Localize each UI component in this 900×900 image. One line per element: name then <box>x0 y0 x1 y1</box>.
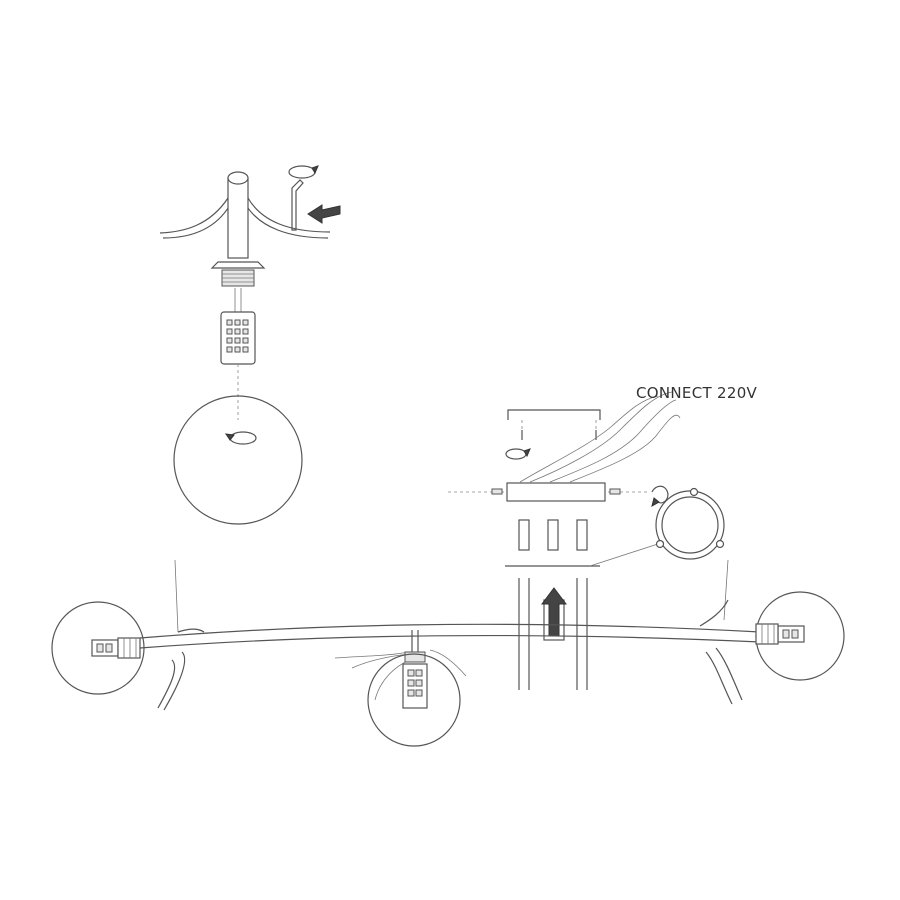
rotate-arrow-icon <box>505 448 531 460</box>
holder-assembly-detail <box>159 165 341 525</box>
rotate-arrow-icon <box>224 431 257 445</box>
led-grid <box>226 319 249 353</box>
assembled-fixture <box>51 559 845 747</box>
allen-key-icon <box>291 179 304 231</box>
canopy-detail <box>448 391 725 690</box>
rotate-arrow-icon <box>288 165 319 179</box>
connect-220v-label: CONNECT 220V <box>636 384 758 402</box>
push-arrow-icon <box>541 587 567 641</box>
screw-icon <box>521 430 597 440</box>
glass-globe <box>173 395 303 525</box>
rotate-arrow-icon <box>651 485 669 508</box>
push-arrow-icon <box>307 204 341 224</box>
